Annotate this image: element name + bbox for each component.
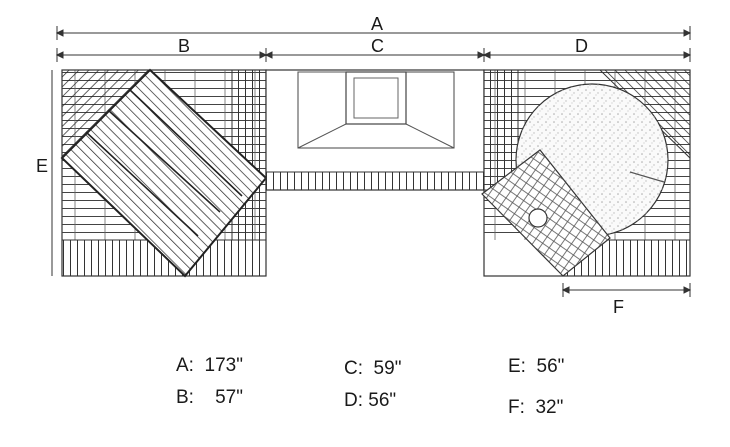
dimension-line-b-c-d <box>55 48 692 62</box>
left-wing <box>60 68 268 278</box>
dimension-line-a <box>55 26 692 40</box>
drain-hole <box>528 208 548 228</box>
right-wing <box>481 69 691 277</box>
center-firebox <box>265 69 485 191</box>
legend-d: D: 56" <box>344 390 397 411</box>
legend-b: B: 57" <box>176 387 243 408</box>
dimension-label-e: E <box>36 156 48 176</box>
dimension-label-c: C <box>371 36 384 56</box>
legend-a: A: 173" <box>176 355 243 376</box>
dimension-label-f: F <box>613 297 624 317</box>
dimension-label-b: B <box>178 36 190 56</box>
dimension-label-d: D <box>575 36 588 56</box>
legend-c: C: 59" <box>344 358 402 379</box>
legend-e: E: 56" <box>508 356 565 377</box>
dimension-label-a: A <box>371 14 383 34</box>
dimension-line-f <box>561 283 692 297</box>
legend-f: F: 32" <box>508 397 564 418</box>
